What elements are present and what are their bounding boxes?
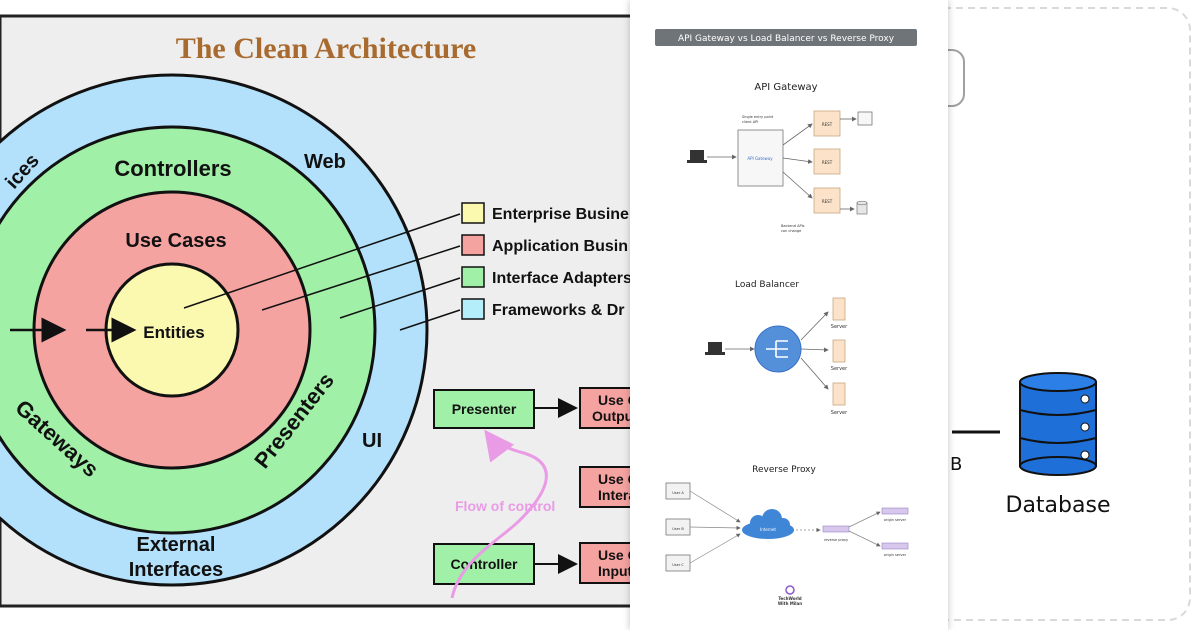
backend-note-line1: Backend APIs xyxy=(781,224,805,228)
lb-to-server3-arrow xyxy=(800,357,829,390)
gateway-comparison-panel: API Gateway vs Load Balancer vs Reverse … xyxy=(630,0,948,630)
rest-box-3 xyxy=(813,187,841,214)
controllers-label: Controllers xyxy=(114,156,231,181)
use-case-input-label-2: Input xyxy=(598,563,633,579)
rest-label-3: REST xyxy=(822,199,833,204)
rest-label-2: REST xyxy=(822,160,833,165)
use-case-output-label-1: Use C xyxy=(598,392,638,408)
legend-swatch-frameworks xyxy=(461,298,485,320)
lb-to-server1-arrow xyxy=(800,311,829,341)
presenter-label: Presenter xyxy=(452,401,517,417)
legend-swatch-enterprise xyxy=(461,202,485,224)
lb-laptop-icon xyxy=(705,342,725,355)
external-interfaces-label-1: External xyxy=(137,534,216,556)
use-cases-label: Use Cases xyxy=(125,230,226,252)
internet-label: Internet xyxy=(760,527,776,532)
clean-architecture-diagram: The Clean Architecture ices Web UI Contr… xyxy=(0,14,640,608)
rest-box-2 xyxy=(813,148,841,175)
flow-of-control-label: Flow of control xyxy=(455,498,555,514)
api-gateway-heading: API Gateway xyxy=(754,82,817,93)
use-case-input-label-1: Use C xyxy=(598,547,638,563)
partial-label: B xyxy=(950,454,962,475)
database-panel: B Database xyxy=(940,0,1200,630)
server-label-3: Server xyxy=(831,410,848,416)
proxy-to-origin1 xyxy=(848,511,881,528)
logo-line1: TechWorld xyxy=(778,596,801,601)
server-icon-1 xyxy=(832,297,846,321)
legend-swatch-adapters xyxy=(461,266,485,288)
server-label-1: Server xyxy=(831,324,848,330)
leader-line-entities xyxy=(183,213,461,309)
ui-label: UI xyxy=(362,430,382,452)
gateway-comparison-diagram: API Gateway vs Load Balancer vs Reverse … xyxy=(655,29,917,606)
user-a-label: User A xyxy=(672,491,684,495)
techworld-logo-icon xyxy=(785,585,795,595)
controller-label: Controller xyxy=(451,556,518,572)
diagram-title: The Clean Architecture xyxy=(176,32,477,65)
gateway-to-rest3-arrow xyxy=(782,171,813,199)
backend-note-line2: can change xyxy=(781,229,801,233)
use-case-interactor-label-2: Intera xyxy=(598,487,636,503)
server-icon-2 xyxy=(832,339,846,363)
reverse-proxy-icon xyxy=(822,525,850,533)
rest-box-1 xyxy=(813,110,841,137)
comparison-title-bar xyxy=(655,29,917,46)
logo-line2: With Milan xyxy=(778,601,802,606)
lb-to-server2-arrow xyxy=(800,347,829,353)
legend-label-adapters: Interface Adapters xyxy=(492,270,632,287)
server-icon-3 xyxy=(832,382,846,406)
comparison-title: API Gateway vs Load Balancer vs Reverse … xyxy=(678,34,895,44)
database-icon xyxy=(1019,372,1097,476)
user-b-label: User B xyxy=(672,527,684,531)
legend-label-application: Application Busin xyxy=(492,238,628,255)
user-c-label: User C xyxy=(672,563,684,567)
backend-database-icon xyxy=(856,200,868,215)
reverse-proxy-heading: Reverse Proxy xyxy=(752,465,816,475)
reverse-proxy-label: reverse proxy xyxy=(824,538,848,542)
clean-architecture-panel: The Clean Architecture ices Web UI Contr… xyxy=(0,14,640,608)
legend-label-frameworks: Frameworks & Dr xyxy=(492,302,625,319)
user-a-to-internet xyxy=(689,490,741,523)
database-sketch: B Database xyxy=(940,7,1191,621)
proxy-to-origin2 xyxy=(848,530,881,547)
gateway-to-rest1-arrow xyxy=(782,123,813,146)
origin-server-label-1: origin server xyxy=(884,518,907,522)
internet-cloud-icon xyxy=(742,509,794,539)
load-balancer-symbol xyxy=(766,340,788,358)
backend-box-icon xyxy=(857,111,873,126)
legend-label-enterprise: Enterprise Busine xyxy=(492,206,629,223)
flow-of-control-curve xyxy=(450,429,548,599)
rest-label-1: REST xyxy=(822,122,833,127)
load-balancer-heading: Load Balancer xyxy=(735,280,799,290)
web-label: Web xyxy=(304,151,346,173)
server-label-2: Server xyxy=(831,366,848,372)
gateway-to-rest2-arrow xyxy=(782,157,813,164)
entry-note-line2: client API xyxy=(742,120,758,124)
entities-label: Entities xyxy=(143,323,204,342)
use-case-interactor-label-1: Use C xyxy=(598,471,638,487)
external-interfaces-label-2: Interfaces xyxy=(129,559,224,581)
origin-server-icon-1 xyxy=(881,507,909,515)
leader-line-frameworks xyxy=(399,309,461,331)
legend: Enterprise Busine Application Busin Inte… xyxy=(461,202,632,320)
api-gateway-box-label: API Gateway xyxy=(747,156,773,161)
use-case-output-label-2: Outpu xyxy=(592,408,633,424)
leader-line-use-cases xyxy=(261,245,461,311)
user-b-to-internet xyxy=(689,525,741,531)
dashed-container xyxy=(940,7,1191,621)
origin-server-label-2: origin server xyxy=(884,553,907,557)
database-label: Database xyxy=(1006,493,1111,518)
user-c-to-internet xyxy=(689,533,741,564)
entry-note-line1: Single entry point xyxy=(742,115,774,119)
laptop-icon xyxy=(687,150,707,163)
legend-swatch-application xyxy=(461,234,485,256)
leader-line-adapters xyxy=(339,277,461,319)
origin-server-icon-2 xyxy=(881,542,909,550)
api-gateway-box xyxy=(737,129,784,187)
